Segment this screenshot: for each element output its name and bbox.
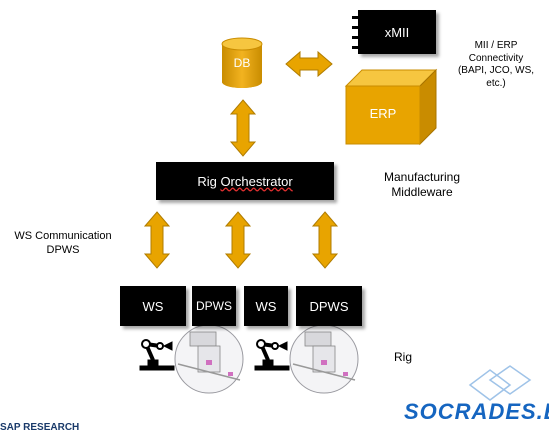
orchestrator-device-arrow-1 (143, 211, 171, 269)
mii-erp-line: MII / ERP (474, 40, 518, 51)
rig-orchestrator-label: Rig Orchestrator (197, 174, 292, 189)
device-dpws-2: DPWS (296, 286, 362, 326)
orchestrator-word: Orchestrator (220, 173, 293, 189)
device-ws-1: WS (120, 286, 186, 326)
device-label: DPWS (196, 299, 232, 313)
xmii-label: xMII (384, 24, 410, 40)
mii-erp-connectivity-text: MII / ERP Connectivity (BAPI, JCO, WS, e… (446, 40, 546, 90)
mii-erp-line: Connectivity (468, 52, 524, 64)
device-ws-2: WS (244, 286, 288, 326)
db-cylinder-icon (221, 37, 263, 88)
device-label: WS (255, 298, 277, 314)
middleware-line: Manufacturing (383, 170, 461, 184)
db-label: DB (233, 56, 251, 70)
xmii-node: xMII (358, 10, 436, 54)
erp-box-icon (344, 68, 438, 146)
rig-orchestrator-node: Rig Orchestrator (156, 162, 334, 200)
xmii-pins-icon (352, 16, 358, 49)
erp-label: ERP (369, 106, 397, 121)
orchestrator-device-arrow-2 (224, 211, 252, 269)
orchestrator-prefix: Rig (197, 173, 221, 189)
db-orchestrator-arrow (229, 99, 257, 157)
device-label: DPWS (309, 298, 349, 314)
mii-erp-line: etc.) (486, 77, 506, 89)
conveyor-machine-icon-2 (289, 324, 359, 394)
ws-comm-line: WS Communication (14, 230, 112, 242)
socrades-logo: SOCRADES.EU (404, 399, 549, 424)
device-label: WS (142, 298, 164, 314)
sap-research-logo: SAP RESEARCH (0, 422, 80, 433)
socrades-logo-decoration (468, 365, 532, 401)
middleware-line: Middleware (391, 185, 453, 199)
robot-arm-icon-2 (254, 339, 290, 371)
device-dpws-1: DPWS (192, 286, 236, 326)
robot-arm-icon-1 (139, 339, 175, 371)
orchestrator-device-arrow-3 (311, 211, 339, 269)
mii-erp-line: (BAPI, JCO, WS, (457, 65, 535, 76)
db-xmii-arrow (285, 50, 333, 78)
manufacturing-middleware-text: Manufacturing Middleware (372, 170, 472, 200)
conveyor-machine-icon-1 (174, 324, 244, 394)
rig-label: Rig (394, 350, 413, 364)
ws-communication-text: WS Communication DPWS (4, 230, 122, 258)
ws-comm-line: DPWS (46, 243, 80, 256)
